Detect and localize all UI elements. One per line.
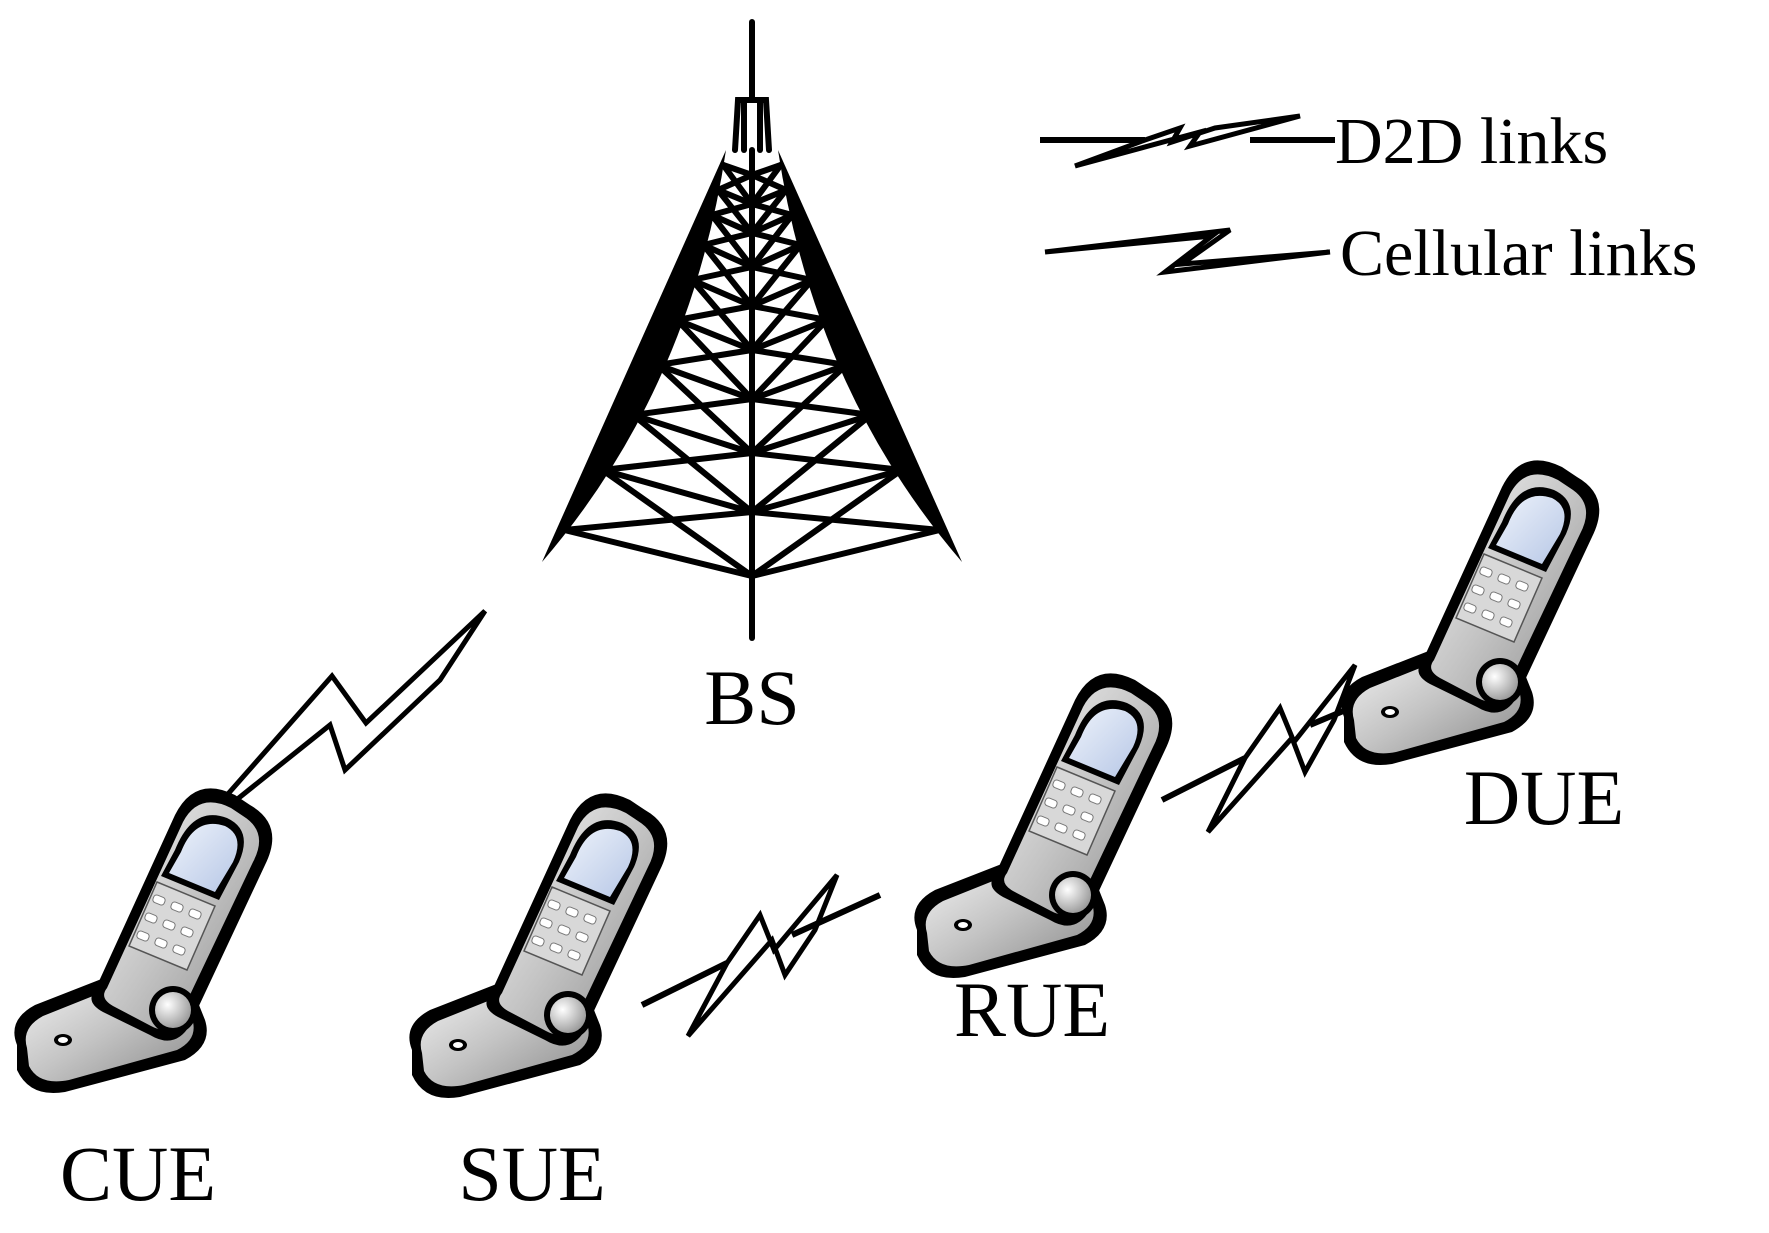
sue-phone-icon bbox=[408, 792, 669, 1099]
tower-brace bbox=[749, 509, 943, 533]
base-station-tower-icon bbox=[542, 19, 962, 641]
tower-brace bbox=[749, 277, 815, 353]
tower-brace bbox=[749, 172, 790, 193]
legend: D2D links Cellular links bbox=[1040, 105, 1697, 290]
sue-label: SUE bbox=[458, 1130, 605, 1217]
tower-brace bbox=[630, 396, 755, 418]
tower-brace bbox=[749, 362, 850, 456]
bs-label: BS bbox=[704, 654, 799, 741]
tower-brace bbox=[708, 201, 755, 218]
tower-brace bbox=[674, 317, 755, 402]
tower-brace bbox=[674, 303, 755, 323]
rue-phone-icon bbox=[913, 672, 1174, 979]
legend-d2d-label: D2D links bbox=[1335, 105, 1608, 178]
tower-brace bbox=[749, 450, 905, 473]
tower-brace bbox=[749, 317, 830, 402]
tower-brace bbox=[749, 230, 804, 248]
d2d-link-sue-rue bbox=[640, 873, 882, 1038]
due-label: DUE bbox=[1464, 754, 1624, 841]
tower-brace bbox=[630, 412, 755, 515]
tower-brace bbox=[749, 412, 874, 515]
tower-brace bbox=[749, 467, 905, 579]
tower-brace bbox=[599, 467, 755, 579]
cue-label: CUE bbox=[60, 1130, 216, 1217]
tower-brace bbox=[749, 201, 796, 218]
tower-brace bbox=[654, 362, 755, 456]
legend-cellular-symbol bbox=[1044, 227, 1331, 276]
tower-brace bbox=[749, 396, 874, 418]
tower-brace bbox=[689, 277, 755, 353]
due-phone-icon bbox=[1340, 459, 1601, 766]
tower-brace bbox=[689, 264, 755, 283]
cue-phone-icon bbox=[13, 787, 274, 1094]
legend-d2d-symbol bbox=[1040, 113, 1335, 169]
tower-brace bbox=[700, 242, 755, 309]
tower-brace bbox=[714, 172, 755, 193]
legend-cellular-label: Cellular links bbox=[1340, 217, 1697, 290]
tower-brace bbox=[654, 347, 755, 368]
tower-brace bbox=[561, 509, 755, 533]
tower-brace bbox=[749, 347, 850, 368]
tower-brace bbox=[749, 264, 815, 283]
cellular-link-cue-bs bbox=[188, 609, 488, 839]
rue-label: RUE bbox=[954, 966, 1110, 1053]
tower-brace bbox=[599, 450, 755, 473]
tower-brace bbox=[749, 303, 830, 323]
tower-brace bbox=[749, 242, 804, 309]
tower-brace bbox=[700, 230, 755, 248]
